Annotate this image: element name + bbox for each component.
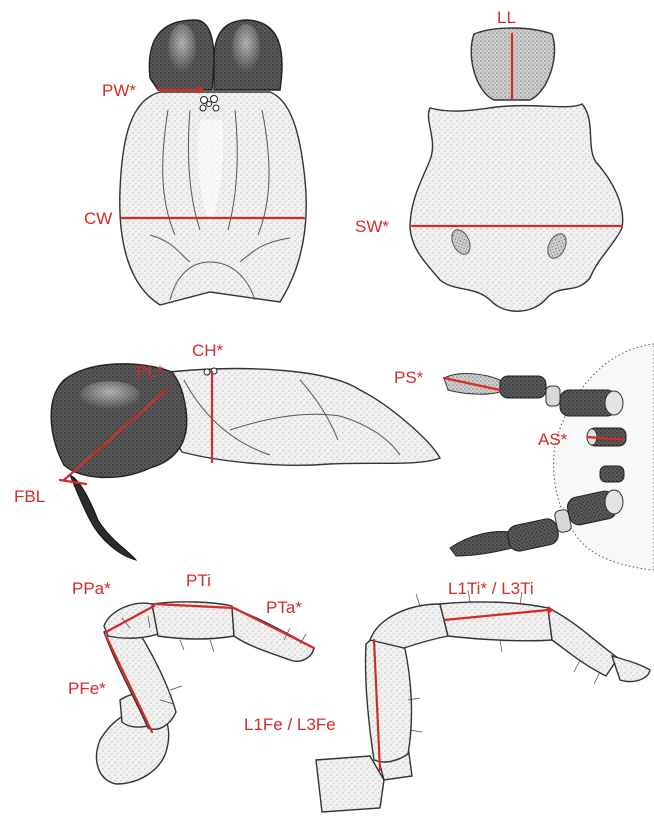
sternum-outline [410,104,623,311]
l1fe-label: L1Fe / L3Fe [244,715,336,734]
pw-label: PW* [102,81,136,100]
chelicera-lateral-panel: CH* PL* FBL [14,341,440,560]
leg-patella [370,604,448,648]
ch-label: CH* [192,341,224,360]
sw-label: SW* [355,217,389,236]
fang [70,475,136,560]
leg-femur [365,635,411,762]
pfe-label: PFe* [68,679,106,698]
leg-tibia [440,602,552,641]
leg-coxa [316,756,384,812]
leg-panel: L1Ti* / L3Ti L1Fe / L3Fe [244,579,650,812]
ppa-label: PPa* [72,579,111,598]
pl-label: PL* [136,362,164,381]
chelicera-basal-segment [51,364,187,478]
ll-label: LL [497,8,516,27]
ps-label: PS* [394,368,424,387]
leg-metatarsus [548,608,618,676]
l1ti-label: L1Ti* / L3Ti [448,579,534,598]
carapace-dorsal-panel: PW* CW [84,20,306,305]
pta-label: PTa* [266,598,302,617]
leg-tarsus [612,656,650,682]
as-label: AS* [538,430,568,449]
sternum-panel: LL SW* [355,8,623,311]
fbl-label: FBL [14,487,45,506]
cw-label: CW [84,209,112,228]
pti-label: PTi [186,571,211,590]
pedipalp-panel: PPa* PTi PTa* PFe* [68,571,314,784]
